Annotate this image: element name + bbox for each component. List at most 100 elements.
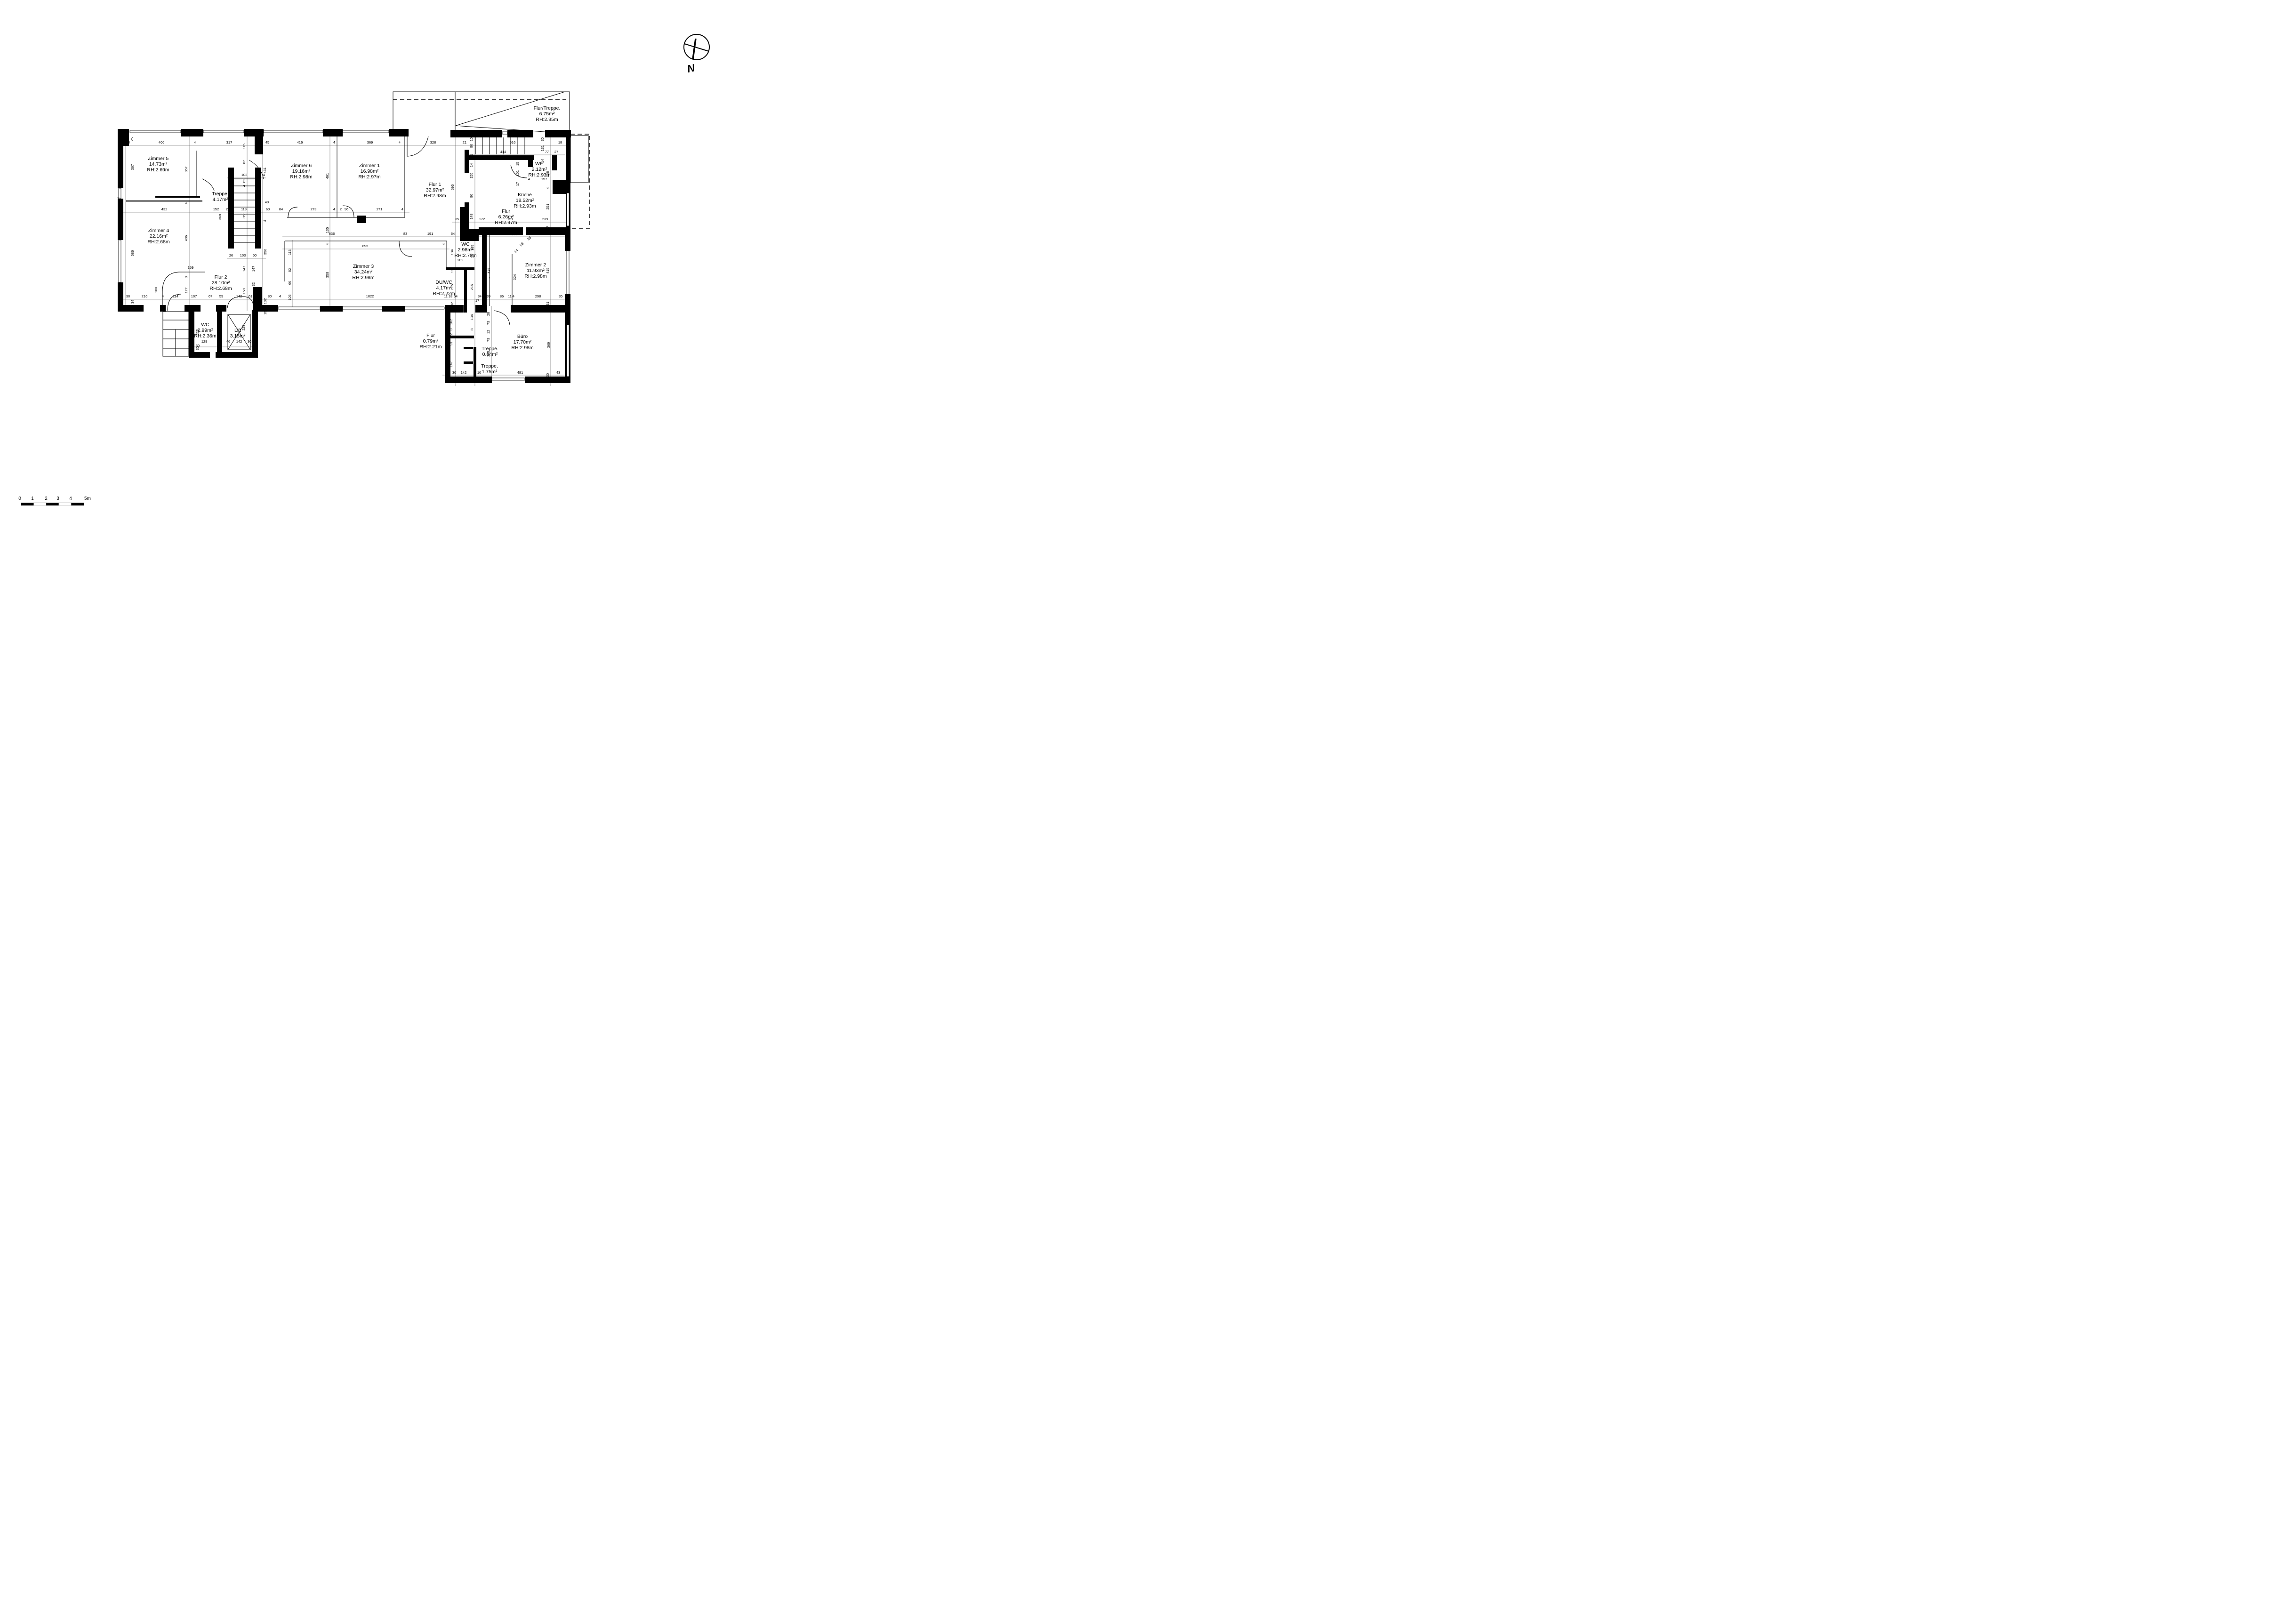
room-area-label: 6.26m² [498, 214, 514, 220]
room-rh-label: RH:2.36m [194, 333, 217, 339]
dimension-label: 481 [517, 370, 523, 375]
dimension-label: 35 [559, 294, 562, 298]
dimension-label: 151 [507, 217, 514, 221]
dimension-label: 60 [266, 207, 270, 211]
room-rh-label: RH:2.68m [147, 239, 170, 245]
room-area-label: 2.99m² [198, 328, 213, 333]
room-name-label: Flur 1 [429, 182, 442, 187]
room-name-label: WF. [535, 161, 544, 167]
dimension-label: 4 [333, 207, 335, 211]
dimension-label: 134 [470, 314, 474, 321]
room-area-label: 19.16m² [292, 168, 311, 174]
room-name-label: WC [201, 322, 209, 328]
dimension-label: 215 [470, 284, 474, 290]
room-name-label: Flur [502, 209, 511, 214]
dimension-label: 4 [513, 294, 514, 298]
room-name-label: Flur/Treppe. [534, 105, 561, 111]
dimension-label: 4 [528, 177, 530, 181]
room-area-label: 1.75m² [482, 369, 498, 375]
dimension-label: 132 [263, 298, 267, 305]
room-name-label: Zimmer 5 [148, 156, 169, 161]
scale-label-3: 3 [56, 496, 59, 501]
dimension-label: 10 [477, 370, 481, 375]
dimension-label: 28 [486, 312, 490, 316]
room-name-label: Treppe. [482, 346, 498, 352]
dimension-label: 2 [340, 207, 342, 211]
dimension-label: 367 [130, 164, 135, 170]
dimension-label: 101 [515, 170, 520, 176]
room-name-label: Zimmer 4 [148, 228, 169, 233]
room-area-label: 4.17m² [436, 285, 452, 291]
room-name-label: Treppe. [212, 191, 229, 197]
dimension-label: 328 [430, 140, 436, 144]
room-rh-label: RH:2.69m [147, 167, 169, 173]
dimension-label: 416 [297, 140, 303, 144]
dimension-label: 67 [209, 294, 212, 298]
dimension-lines [118, 136, 570, 386]
room-name-label: Zimmer 3 [353, 264, 374, 269]
dimension-label: 102 [241, 173, 248, 177]
dimension-label: 128 [546, 171, 550, 177]
dimension-label: 36 [230, 173, 233, 177]
room-area-label: 18.52m² [516, 198, 534, 203]
dimension-label: 91 [449, 342, 453, 345]
dimension-label: 4 [401, 207, 403, 211]
room-area-label: 34.24m² [354, 269, 373, 275]
room-name-label: Zimmer 2 [525, 262, 546, 268]
dimension-label: 82 [288, 268, 292, 272]
room-rh-label: RH:2.97m [495, 220, 517, 225]
room-treppe2: Treppe.0.64m² [482, 346, 498, 357]
dimension-label: 80 [469, 194, 474, 198]
room-area-label: 14.73m² [149, 161, 168, 167]
dimension-label: 415 [487, 268, 491, 274]
room-area-label: 2.12m² [532, 167, 547, 172]
dimension-label: 406 [159, 140, 165, 144]
dimension-label: 157 [541, 177, 547, 181]
dimension-label: 21 [463, 140, 466, 144]
dimension-label: 147 [242, 266, 246, 272]
dimension-label: 369 [546, 342, 551, 348]
dimension-label: 4 [263, 220, 267, 222]
dimension-label: 49 [265, 200, 269, 204]
dimension-label: 30 [546, 373, 550, 377]
dimension-label: 25 [130, 137, 134, 141]
dimension-label: 26 [526, 235, 532, 241]
scale-label-4: 4 [69, 496, 72, 501]
dimension-label: 17 [486, 232, 490, 236]
dimension-label: 4 [194, 140, 196, 144]
room-name-label: Zimmer 1 [359, 163, 380, 168]
dimension-label: 152 [213, 207, 219, 211]
dimension-label: 44 [256, 173, 259, 177]
dimension-label: 229 [241, 325, 246, 331]
dimension-label: 414 [500, 150, 506, 154]
dimension-label: 113 [288, 249, 292, 255]
dimension-label: 28 [263, 311, 267, 314]
room-area-label: 0.79m² [423, 338, 439, 344]
dimension-label: 4 [162, 294, 164, 298]
dimension-label: 32 [450, 302, 454, 306]
dimension-label: 80 [268, 294, 272, 298]
dimension-label: 8 [449, 329, 453, 330]
dimension-label: 15 [515, 162, 520, 166]
room-area-label: 22.16m² [150, 233, 168, 239]
dimension-label: 131 [540, 145, 545, 152]
dimension-label: 251 [546, 204, 550, 210]
dimension-label: 298 [535, 294, 541, 298]
dimension-label: 41 [469, 154, 474, 158]
dimension-label: 4 [325, 243, 329, 245]
dimension-label: 30 [540, 137, 545, 141]
dimension-label: 30 [126, 140, 130, 144]
dimension-label: 4 [399, 140, 401, 144]
room-rh-label: RH:2.98m [290, 174, 313, 180]
dimension-label: 22 [449, 333, 453, 337]
dimension-label: 324 [513, 274, 517, 281]
